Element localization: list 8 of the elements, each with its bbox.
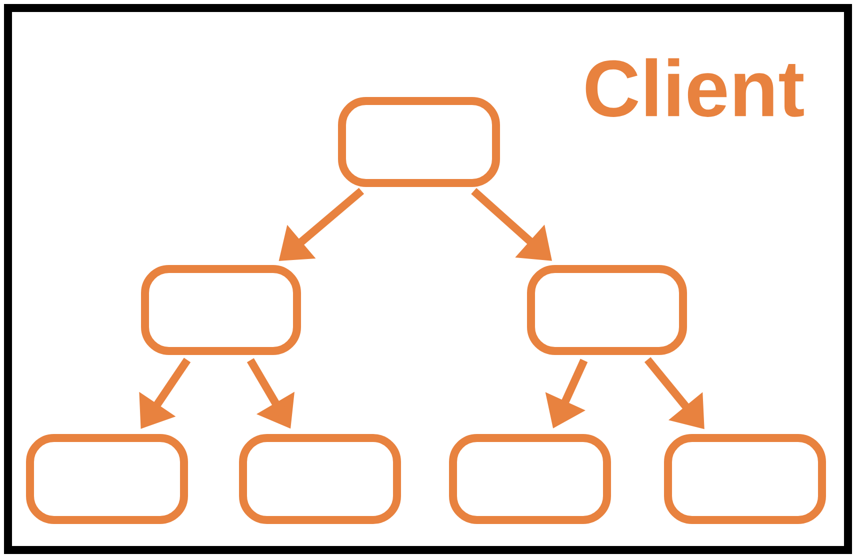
rounded-box <box>338 97 500 187</box>
rounded-box <box>26 434 188 524</box>
rounded-box <box>449 434 611 524</box>
rounded-box <box>141 265 301 355</box>
rounded-box <box>527 265 687 355</box>
client-label: Client <box>586 58 804 117</box>
rounded-box <box>664 434 826 524</box>
rounded-box <box>239 434 401 524</box>
